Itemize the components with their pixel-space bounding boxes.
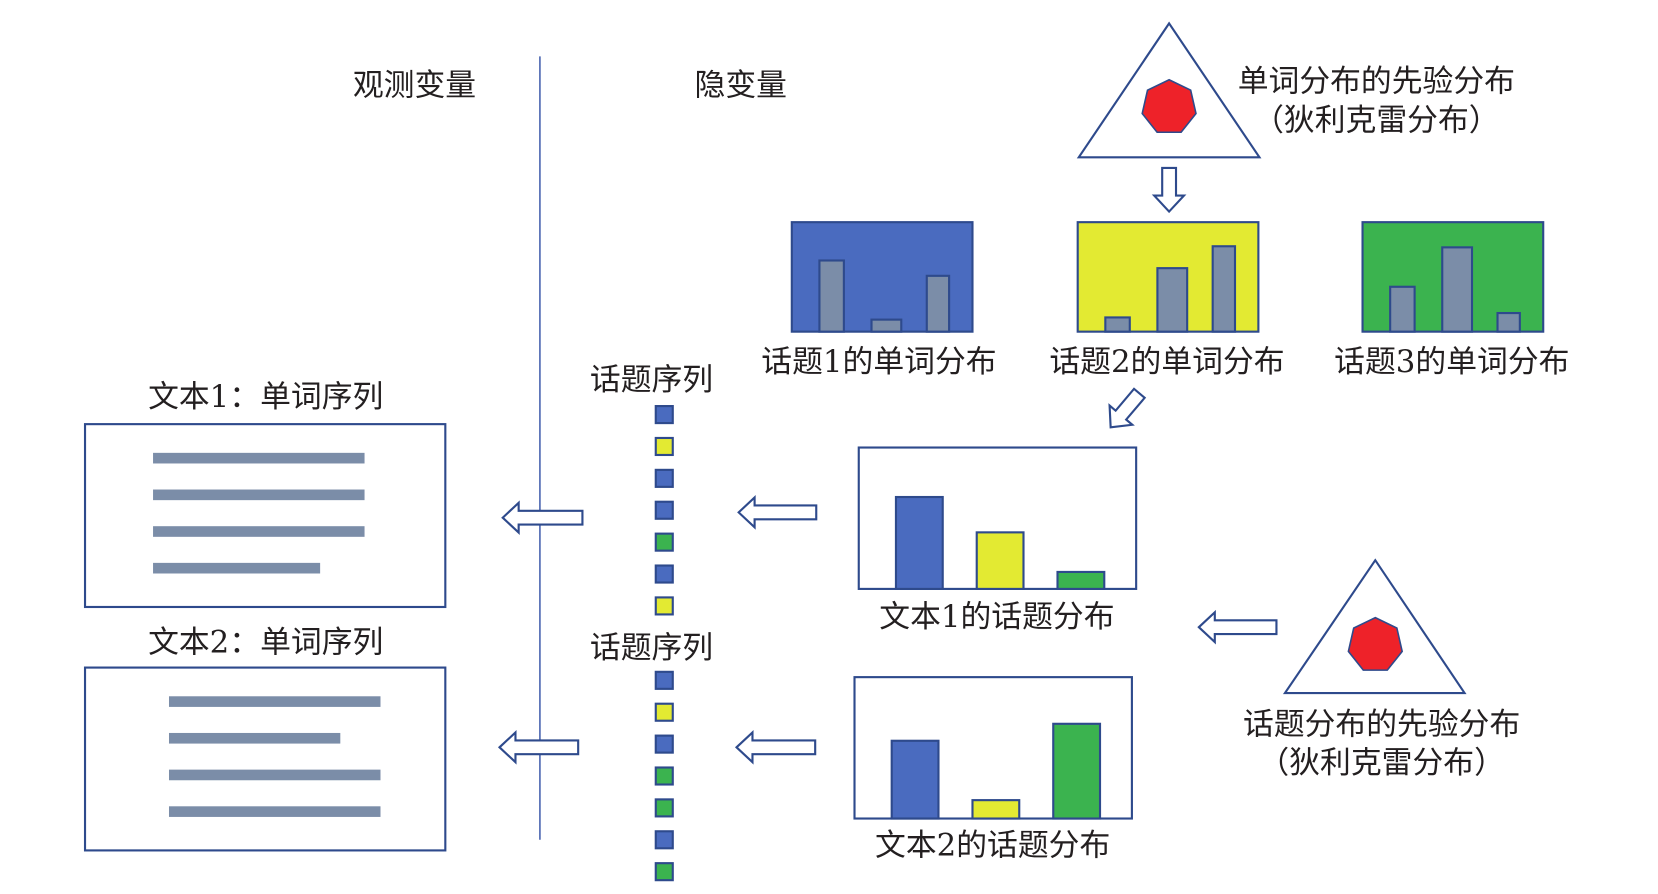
doc2-word-line — [168, 696, 381, 707]
topic2-label: 话题2的单词分布 — [1049, 344, 1284, 380]
doc2-topic-bar — [890, 739, 940, 820]
doc1-topic-token — [654, 564, 674, 584]
topic1-word-bar — [925, 274, 951, 333]
doc2-topic-bar — [1052, 722, 1102, 820]
doc1-word-line — [153, 489, 365, 501]
topic2-word-bar — [1104, 316, 1131, 333]
doc1-topic-bar — [975, 531, 1025, 590]
topic3-word-bar — [1441, 246, 1474, 333]
topic3-word-bar — [1496, 311, 1521, 333]
arrow-doc1-dist-to-seq — [737, 495, 818, 530]
word-prior-title: 单词分布的先验分布 — [1238, 63, 1515, 99]
arrow-prior-to-doc-dists — [1197, 609, 1278, 645]
doc2-word-line — [168, 769, 381, 781]
doc1-topic-token — [654, 436, 674, 457]
doc1-seq-label: 话题序列 — [590, 362, 713, 398]
doc2-text-label: 文本2：单词序列 — [148, 625, 383, 661]
topic1-label: 话题1的单词分布 — [761, 344, 996, 380]
doc1-topic-bar — [894, 495, 944, 590]
word-prior-dirichlet-icon — [1141, 78, 1197, 134]
doc1-text-box — [83, 423, 447, 609]
doc2-topic-token — [654, 862, 674, 882]
arrow-topic-to-doc — [1108, 387, 1147, 429]
doc1-word-line — [153, 562, 321, 574]
doc2-topic-token — [654, 766, 674, 786]
topic2-word-bar — [1211, 245, 1237, 333]
doc2-topic-bar — [971, 799, 1021, 820]
topic1-word-bar — [818, 259, 845, 333]
arrow-doc1-seq-to-text — [501, 500, 584, 536]
topic3-word-bar — [1389, 285, 1416, 333]
doc2-topic-token — [654, 670, 674, 690]
arrow-prior-to-topics — [1151, 166, 1187, 214]
doc2-topic-token — [654, 702, 674, 722]
observed-variables-heading: 观测变量 — [353, 68, 476, 104]
topic3-label: 话题3的单词分布 — [1334, 344, 1569, 380]
topic-prior-title: 话题分布的先验分布 — [1243, 707, 1520, 743]
doc1-word-line — [153, 452, 365, 464]
arrow-doc2-dist-to-seq — [734, 729, 817, 765]
doc2-word-line — [168, 806, 381, 817]
doc2-topic-token — [654, 830, 674, 850]
doc1-text-label: 文本1：单词序列 — [148, 379, 383, 415]
doc2-topic-dist-label: 文本2的话题分布 — [875, 828, 1110, 864]
doc1-topic-token — [654, 405, 674, 425]
doc2-topic-token — [654, 734, 674, 754]
doc1-topic-dist-label: 文本1的话题分布 — [879, 599, 1114, 635]
word-prior-subtitle: （狄利克雷分布） — [1253, 103, 1499, 139]
topic2-word-bar — [1156, 267, 1189, 333]
latent-variables-heading: 隐变量 — [695, 68, 787, 104]
doc2-topic-token — [654, 798, 674, 818]
topic-prior-dirichlet-icon — [1347, 616, 1404, 671]
doc1-topic-token — [654, 596, 674, 616]
doc2-word-line — [168, 732, 341, 744]
doc2-seq-label: 话题序列 — [590, 630, 713, 666]
doc1-word-line — [153, 526, 365, 537]
arrow-doc2-seq-to-text — [497, 729, 580, 765]
doc2-text-box — [83, 666, 447, 852]
doc1-topic-token — [654, 532, 674, 552]
topic-prior-subtitle: （狄利克雷分布） — [1258, 745, 1504, 781]
topic1-word-bar — [870, 318, 903, 333]
doc1-topic-token — [654, 500, 674, 520]
doc1-topic-token — [654, 468, 674, 488]
doc1-topic-bar — [1056, 570, 1106, 590]
